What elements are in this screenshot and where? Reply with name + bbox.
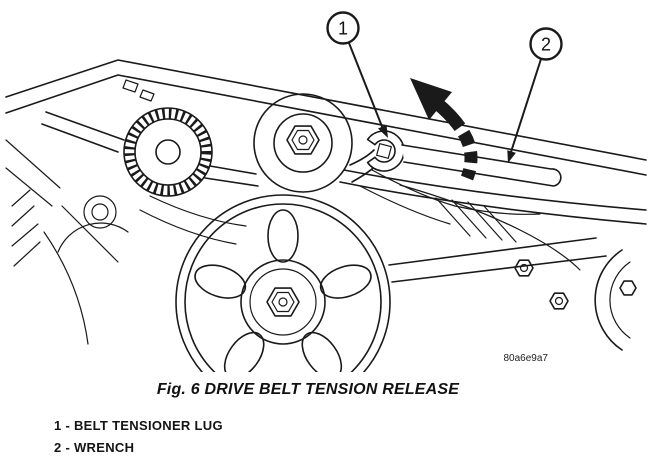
idler-pulley (83, 107, 213, 229)
callout-1: 1 (326, 11, 388, 138)
callout-1-circle (326, 11, 360, 45)
tensioner-lug (376, 143, 392, 159)
fender-hatch (11, 189, 41, 267)
callout-2: 2 (507, 27, 563, 163)
rotation-arrow-icon (410, 78, 478, 181)
bracket-lines (43, 195, 247, 345)
callout-2-circle (529, 27, 563, 61)
engine-diagram: 1 2 80a6e9a7 (5, 11, 647, 372)
callout-1-number: 1 (338, 19, 348, 39)
crankshaft-pulley (175, 194, 391, 372)
figure-caption: Fig. 6 DRIVE BELT TENSION RELEASE (156, 381, 460, 398)
tensioner-pulley (253, 93, 381, 193)
engine-block-detail (359, 169, 637, 351)
wrench (366, 130, 562, 187)
figure-watermark: 80a6e9a7 (504, 353, 549, 364)
callout-2-number: 2 (541, 35, 551, 55)
figure-legend: 1 - BELT TENSIONER LUG 2 - WRENCH (54, 415, 223, 457)
legend-item-wrench: 2 - WRENCH (54, 440, 135, 455)
drive-belt (41, 111, 647, 283)
legend-item-tensioner-lug: 1 - BELT TENSIONER LUG (54, 418, 223, 433)
